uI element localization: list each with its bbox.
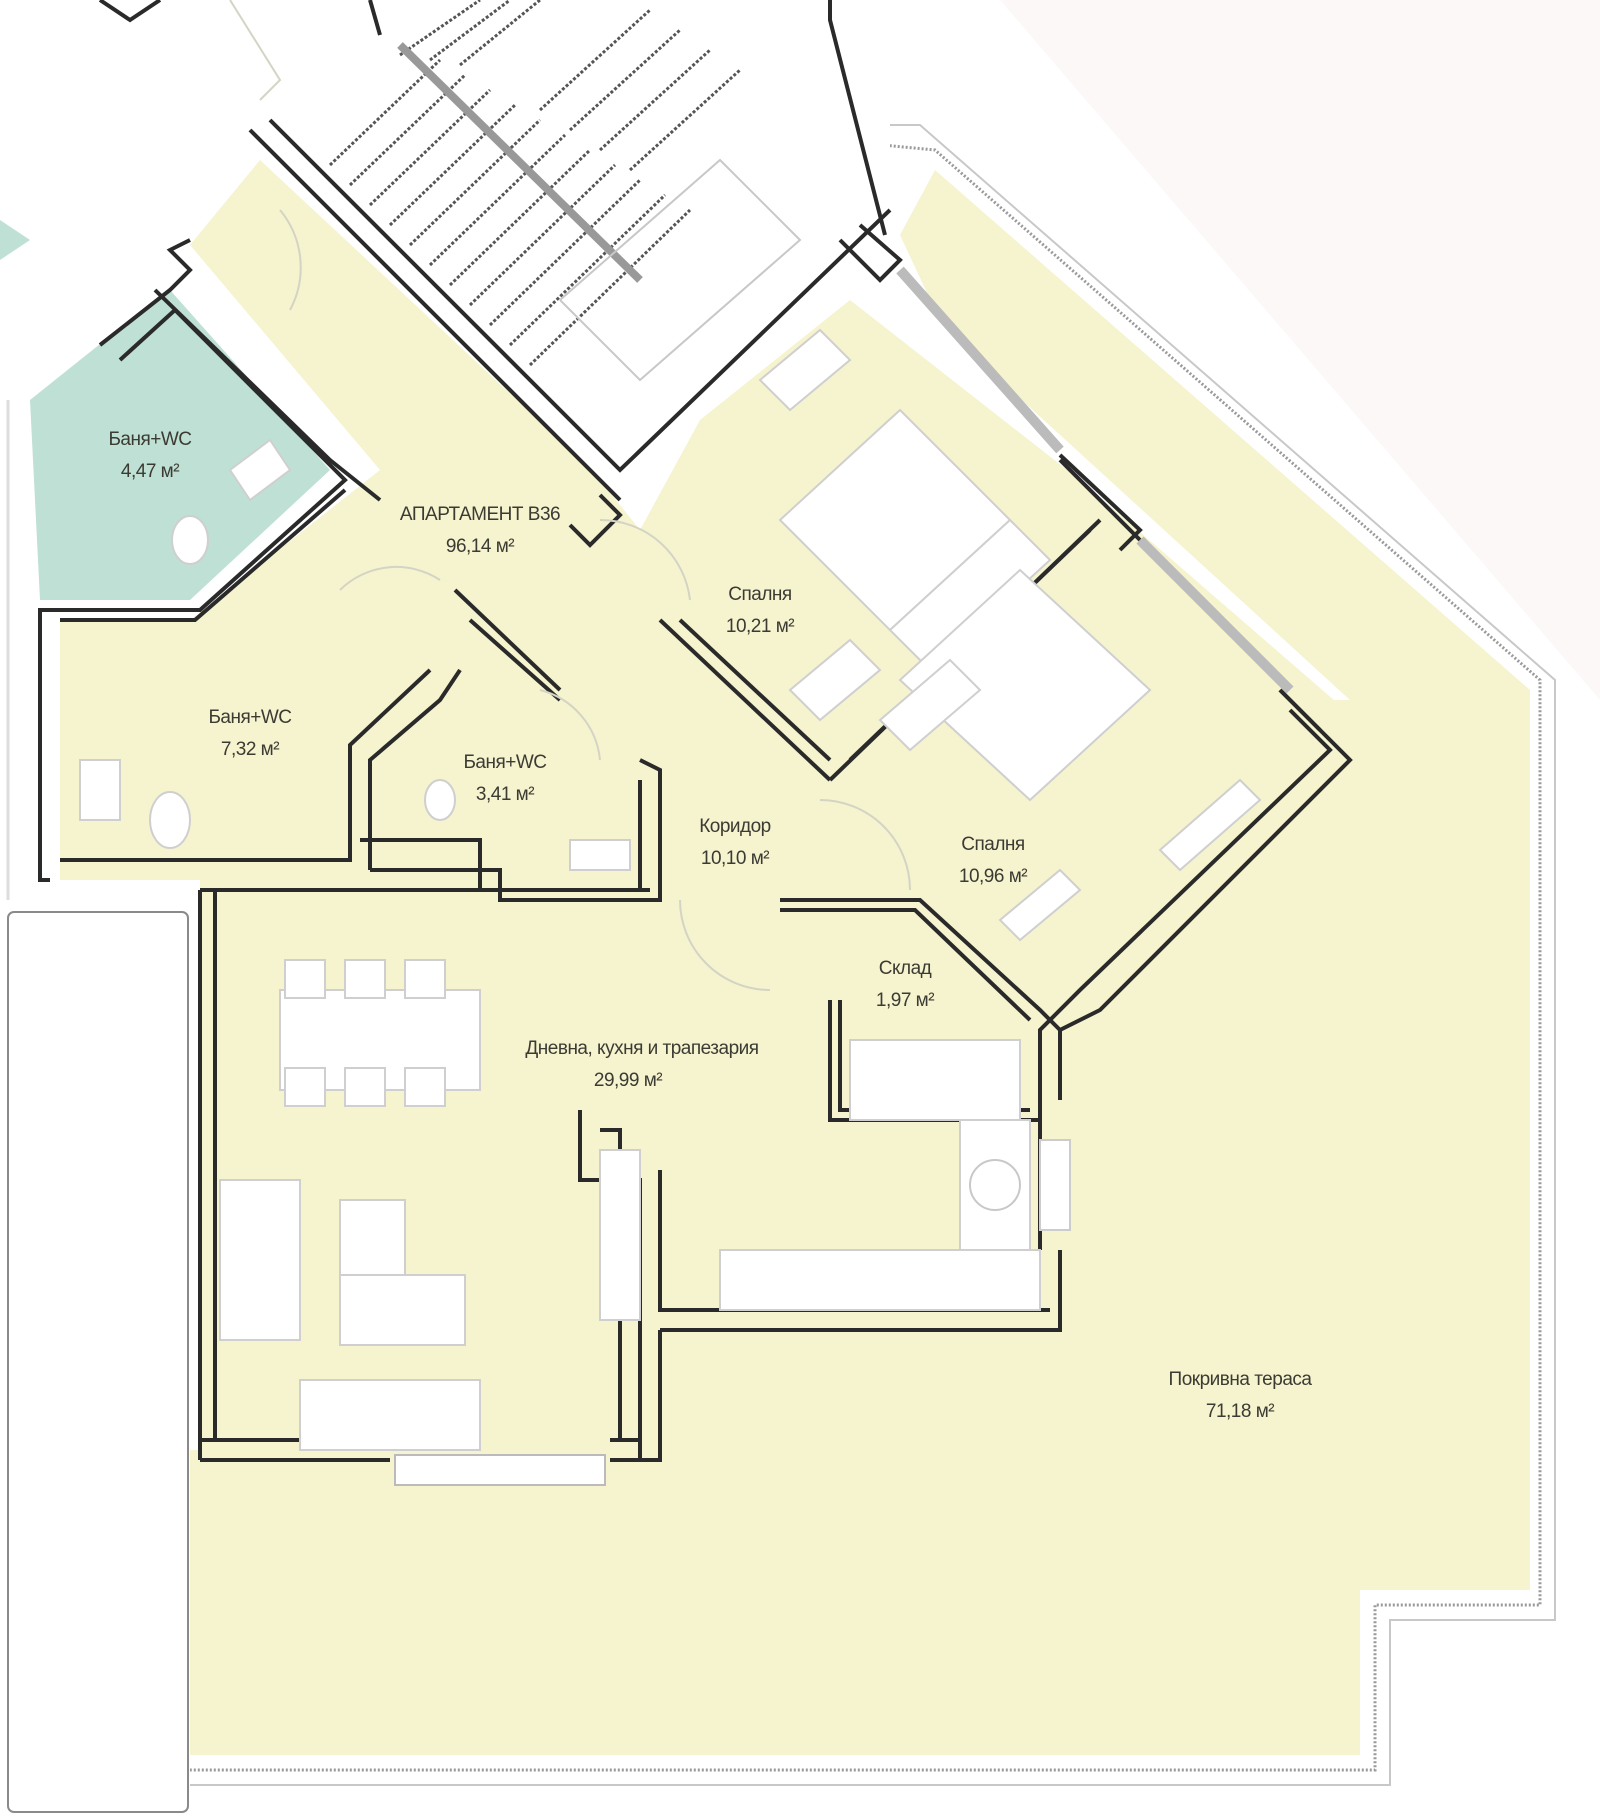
bath-1-label: Баня+WC [108, 429, 191, 450]
stair-wall-outer [248, 128, 622, 502]
living-label: Дневна, кухня и трапезария [525, 1038, 758, 1059]
stair-wall-right [828, 0, 887, 236]
terrace-outer-line [190, 124, 1556, 1786]
stair-core [250, 0, 890, 500]
bath-1-area: 4,47 м² [121, 461, 179, 482]
overlay-card [7, 911, 189, 1813]
corridor-area: 10,10 м² [701, 848, 769, 869]
terrace-parapet [190, 138, 1542, 1772]
windows [394, 266, 1294, 1486]
storage-label: Склад [879, 958, 932, 979]
stair-wall-inner [268, 118, 892, 473]
bath-fixtures [79, 438, 631, 871]
stair-wall-top [368, 0, 382, 36]
terrace-label: Покривна тераса [1169, 1369, 1313, 1390]
background-tint [1000, 0, 1600, 700]
corridor-label: Коридор [699, 816, 771, 837]
bedroom-1-area: 10,21 м² [726, 616, 794, 637]
bath-2-label: Баня+WC [208, 707, 291, 728]
apartment-area: 96,14 м² [446, 536, 514, 557]
door-swings [279, 209, 911, 991]
stairs [328, 0, 802, 382]
bedroom-2-label: Спалня [961, 834, 1024, 855]
terrace-area: 71,18 м² [1206, 1401, 1274, 1422]
bedroom-furniture [758, 328, 1262, 942]
stair-handrail [397, 42, 643, 283]
bath-3-label: Баня+WC [463, 752, 546, 773]
bath-1-floor [30, 290, 330, 600]
living-furniture [219, 959, 1041, 1451]
apartment-label: АПАРТАМЕНТ В36 [400, 504, 560, 525]
storage-area: 1,97 м² [876, 990, 934, 1011]
bath-tint-edge [0, 220, 30, 260]
terrace-floor [190, 170, 1530, 1755]
entry-door-swing [229, 0, 282, 101]
bedroom-1-label: Спалня [728, 584, 791, 605]
room-labels: АПАРТАМЕНТ В36 96,14 м² Баня+WC 4,47 м² … [108, 429, 1312, 1422]
apartment-floor [60, 160, 1380, 1460]
bath-3-area: 3,41 м² [476, 784, 534, 805]
bedroom-2-area: 10,96 м² [959, 866, 1027, 887]
entry-wall-stub [98, 0, 162, 23]
bath-2-area: 7,32 м² [221, 739, 279, 760]
living-area: 29,99 м² [594, 1070, 662, 1091]
